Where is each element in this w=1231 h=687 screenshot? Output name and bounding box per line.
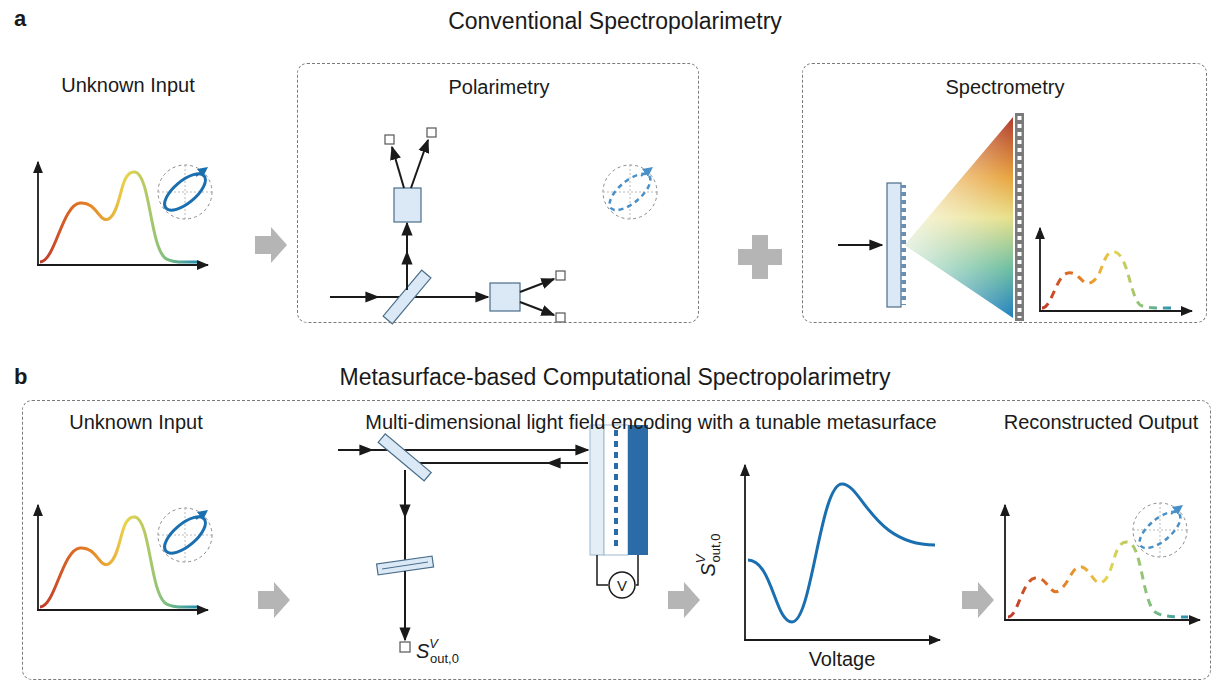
flow-arrow [255, 227, 287, 263]
panel-heading: Multi-dimensional light field encoding w… [365, 411, 936, 434]
signal-subscript: out,0 [430, 651, 459, 666]
plus-sign [738, 235, 782, 279]
signal-symbol: SVout,0 [693, 534, 723, 577]
panel-letter: a [14, 6, 26, 32]
flow-arrow [258, 582, 290, 618]
polarimetry-setup [330, 128, 657, 324]
signal-symbol: SVout,0 [416, 636, 459, 666]
input-plot-b [37, 505, 212, 611]
signal-symbol-base: S [416, 640, 429, 663]
panel-heading: Polarimetry [448, 76, 549, 99]
panel-heading: Spectrometry [946, 76, 1065, 99]
input-plot-a [37, 162, 212, 266]
signal-subscript: out,0 [708, 534, 723, 563]
panel-title: Conventional Spectropolarimetry [448, 8, 782, 35]
panel-heading: Unknown Input [69, 411, 202, 434]
flow-arrows [255, 227, 994, 618]
metasurface-setup [338, 425, 648, 652]
dashed-panel: Spectrometry [802, 63, 1207, 323]
plot-heading: Unknown Input [61, 74, 194, 97]
panel-letter: b [14, 364, 27, 390]
axis-label: Voltage [809, 648, 876, 671]
dashed-panel: Unknown Input Multi-dimensional light fie… [22, 400, 1211, 680]
signal-superscript: V [429, 636, 438, 651]
signal-superscript: V [693, 554, 708, 563]
voltmeter-label: V [617, 577, 627, 594]
panel-title: Metasurface-based Computational Spectrop… [340, 364, 891, 391]
panel-heading: Reconstructed Output [1004, 411, 1199, 434]
flow-arrow [962, 582, 994, 618]
voltage-plot [744, 465, 940, 641]
output-plot [1004, 503, 1200, 621]
dashed-panel: Polarimetry [297, 63, 699, 323]
signal-symbol-base: S [697, 563, 720, 576]
flow-arrow [668, 582, 700, 618]
spectrometer-setup [838, 113, 1192, 321]
